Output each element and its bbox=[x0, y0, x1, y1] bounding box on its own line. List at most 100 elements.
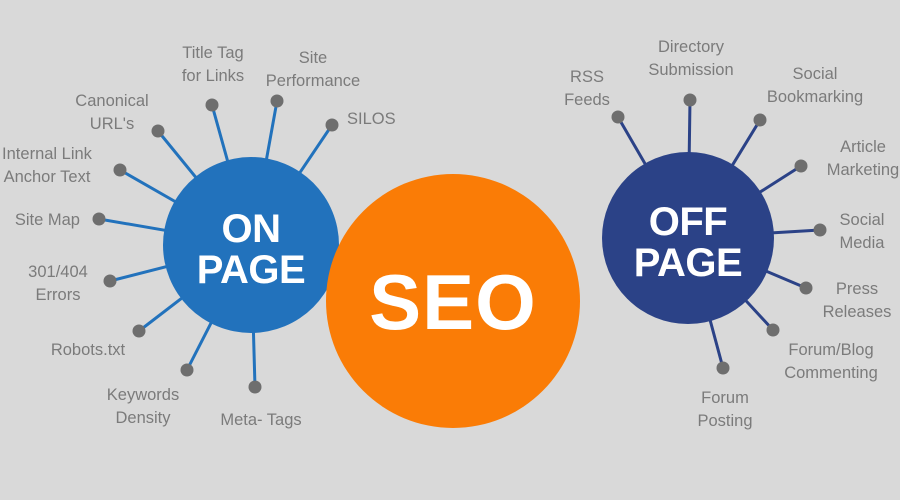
node-dot-keywords-density[interactable] bbox=[180, 363, 194, 377]
node-label-line: Social bbox=[793, 65, 838, 83]
connector-line-forum-posting bbox=[707, 313, 725, 370]
node-dot-robots-txt[interactable] bbox=[132, 324, 146, 338]
off-page-hub-label-line2: PAGE bbox=[634, 241, 742, 285]
node-label-line: Density bbox=[115, 409, 171, 427]
node-label-line: 301/404 bbox=[28, 263, 88, 281]
node-dot-rss-feeds[interactable] bbox=[611, 110, 625, 124]
node-dot-site-performance[interactable] bbox=[270, 94, 284, 108]
connector-line-rss-feeds bbox=[616, 115, 650, 171]
connector-line-article-marketing bbox=[753, 164, 803, 197]
connector-line-press-releases bbox=[760, 267, 808, 290]
node-label-line: Performance bbox=[266, 72, 360, 90]
node-label-meta-tags[interactable]: Meta- Tags bbox=[220, 411, 301, 429]
connector-line-title-tag-for-links bbox=[210, 103, 231, 168]
seo-center-hub-circle[interactable] bbox=[326, 174, 580, 428]
node-label-line: Feeds bbox=[564, 91, 610, 109]
node-label-line: Internal Link bbox=[2, 145, 93, 163]
connector-line-canonical-urls bbox=[156, 129, 201, 183]
node-dot-internal-link-anchor-text[interactable] bbox=[113, 163, 127, 177]
node-label-line: Keywords bbox=[107, 386, 179, 404]
connector-line-robots-txt bbox=[137, 293, 188, 333]
node-label-line: Directory bbox=[658, 38, 725, 56]
off-page-connector-group bbox=[616, 98, 822, 370]
node-label-site-map[interactable]: Site Map bbox=[15, 211, 80, 229]
node-label-line: Site Map bbox=[15, 211, 80, 229]
node-label-line: URL's bbox=[90, 115, 134, 133]
node-dot-article-marketing[interactable] bbox=[794, 159, 808, 173]
node-label-line: Marketing bbox=[827, 161, 899, 179]
off-page-node-dots bbox=[611, 93, 827, 375]
node-dot-forum-posting[interactable] bbox=[716, 361, 730, 375]
node-label-line: RSS bbox=[570, 68, 604, 86]
connector-line-site-performance bbox=[264, 99, 279, 166]
node-label-line: Article bbox=[840, 138, 886, 156]
connector-line-silos bbox=[295, 123, 334, 179]
seo-center-hub-label: SEO bbox=[369, 258, 537, 346]
off-page-hub-circle[interactable] bbox=[602, 152, 774, 324]
node-label-line: Bookmarking bbox=[767, 88, 863, 106]
node-label-line: Forum/Blog bbox=[788, 341, 873, 359]
connector-line-keywords-density bbox=[185, 316, 216, 372]
node-label-line: Robots.txt bbox=[51, 341, 126, 359]
node-label-title-tag-for-links[interactable]: Title Tag for Links bbox=[182, 44, 244, 85]
node-label-robots-txt[interactable]: Robots.txt bbox=[51, 341, 126, 359]
node-dot-press-releases[interactable] bbox=[799, 281, 813, 295]
connector-line-meta-tags bbox=[251, 325, 257, 389]
node-label-line: Media bbox=[840, 234, 886, 252]
node-label-line: Anchor Text bbox=[4, 168, 91, 186]
node-label-line: Site bbox=[299, 49, 327, 67]
node-label-line: Social bbox=[840, 211, 885, 229]
node-label-line: Releases bbox=[823, 303, 892, 321]
on-page-hub-label-line2: PAGE bbox=[197, 248, 305, 292]
connector-line-internal-link-anchor-text bbox=[118, 168, 182, 206]
node-label-line: Commenting bbox=[784, 364, 878, 382]
node-dot-directory-submission[interactable] bbox=[683, 93, 697, 107]
on-page-node-dots bbox=[92, 94, 339, 394]
node-dot-title-tag-for-links[interactable] bbox=[205, 98, 219, 112]
node-label-line: Press bbox=[836, 280, 878, 298]
node-label-line: for Links bbox=[182, 67, 244, 85]
node-dot-forum-blog-commenting[interactable] bbox=[766, 323, 780, 337]
node-dot-silos[interactable] bbox=[325, 118, 339, 132]
connector-line-social-media bbox=[766, 228, 822, 235]
on-page-connector-group bbox=[97, 99, 334, 389]
node-label-line: Canonical bbox=[75, 92, 148, 110]
off-page-hub-label-line1: OFF bbox=[649, 200, 727, 244]
node-label-silos[interactable]: SILOS bbox=[347, 110, 396, 128]
node-label-line: Errors bbox=[36, 286, 81, 304]
node-dot-301-404-errors[interactable] bbox=[103, 274, 117, 288]
node-dot-site-map[interactable] bbox=[92, 212, 106, 226]
on-page-hub-circle[interactable] bbox=[163, 157, 339, 333]
node-dot-meta-tags[interactable] bbox=[248, 380, 262, 394]
on-page-hub-label-line1: ON bbox=[222, 207, 281, 251]
node-label-line: Meta- Tags bbox=[220, 411, 301, 429]
connector-line-site-map bbox=[97, 217, 172, 233]
node-label-line: Posting bbox=[697, 412, 752, 430]
node-label-line: Title Tag bbox=[182, 44, 243, 62]
connector-line-301-404-errors bbox=[108, 263, 174, 283]
node-label-line: Forum bbox=[701, 389, 749, 407]
node-label-line: Submission bbox=[648, 61, 733, 79]
node-dot-social-bookmarking[interactable] bbox=[753, 113, 767, 127]
connector-line-forum-blog-commenting bbox=[740, 295, 775, 332]
node-label-rss-feeds[interactable]: RSS Feeds bbox=[564, 68, 610, 109]
connector-line-directory-submission bbox=[687, 98, 692, 160]
node-dot-canonical-urls[interactable] bbox=[151, 124, 165, 138]
node-dot-social-media[interactable] bbox=[813, 223, 827, 237]
